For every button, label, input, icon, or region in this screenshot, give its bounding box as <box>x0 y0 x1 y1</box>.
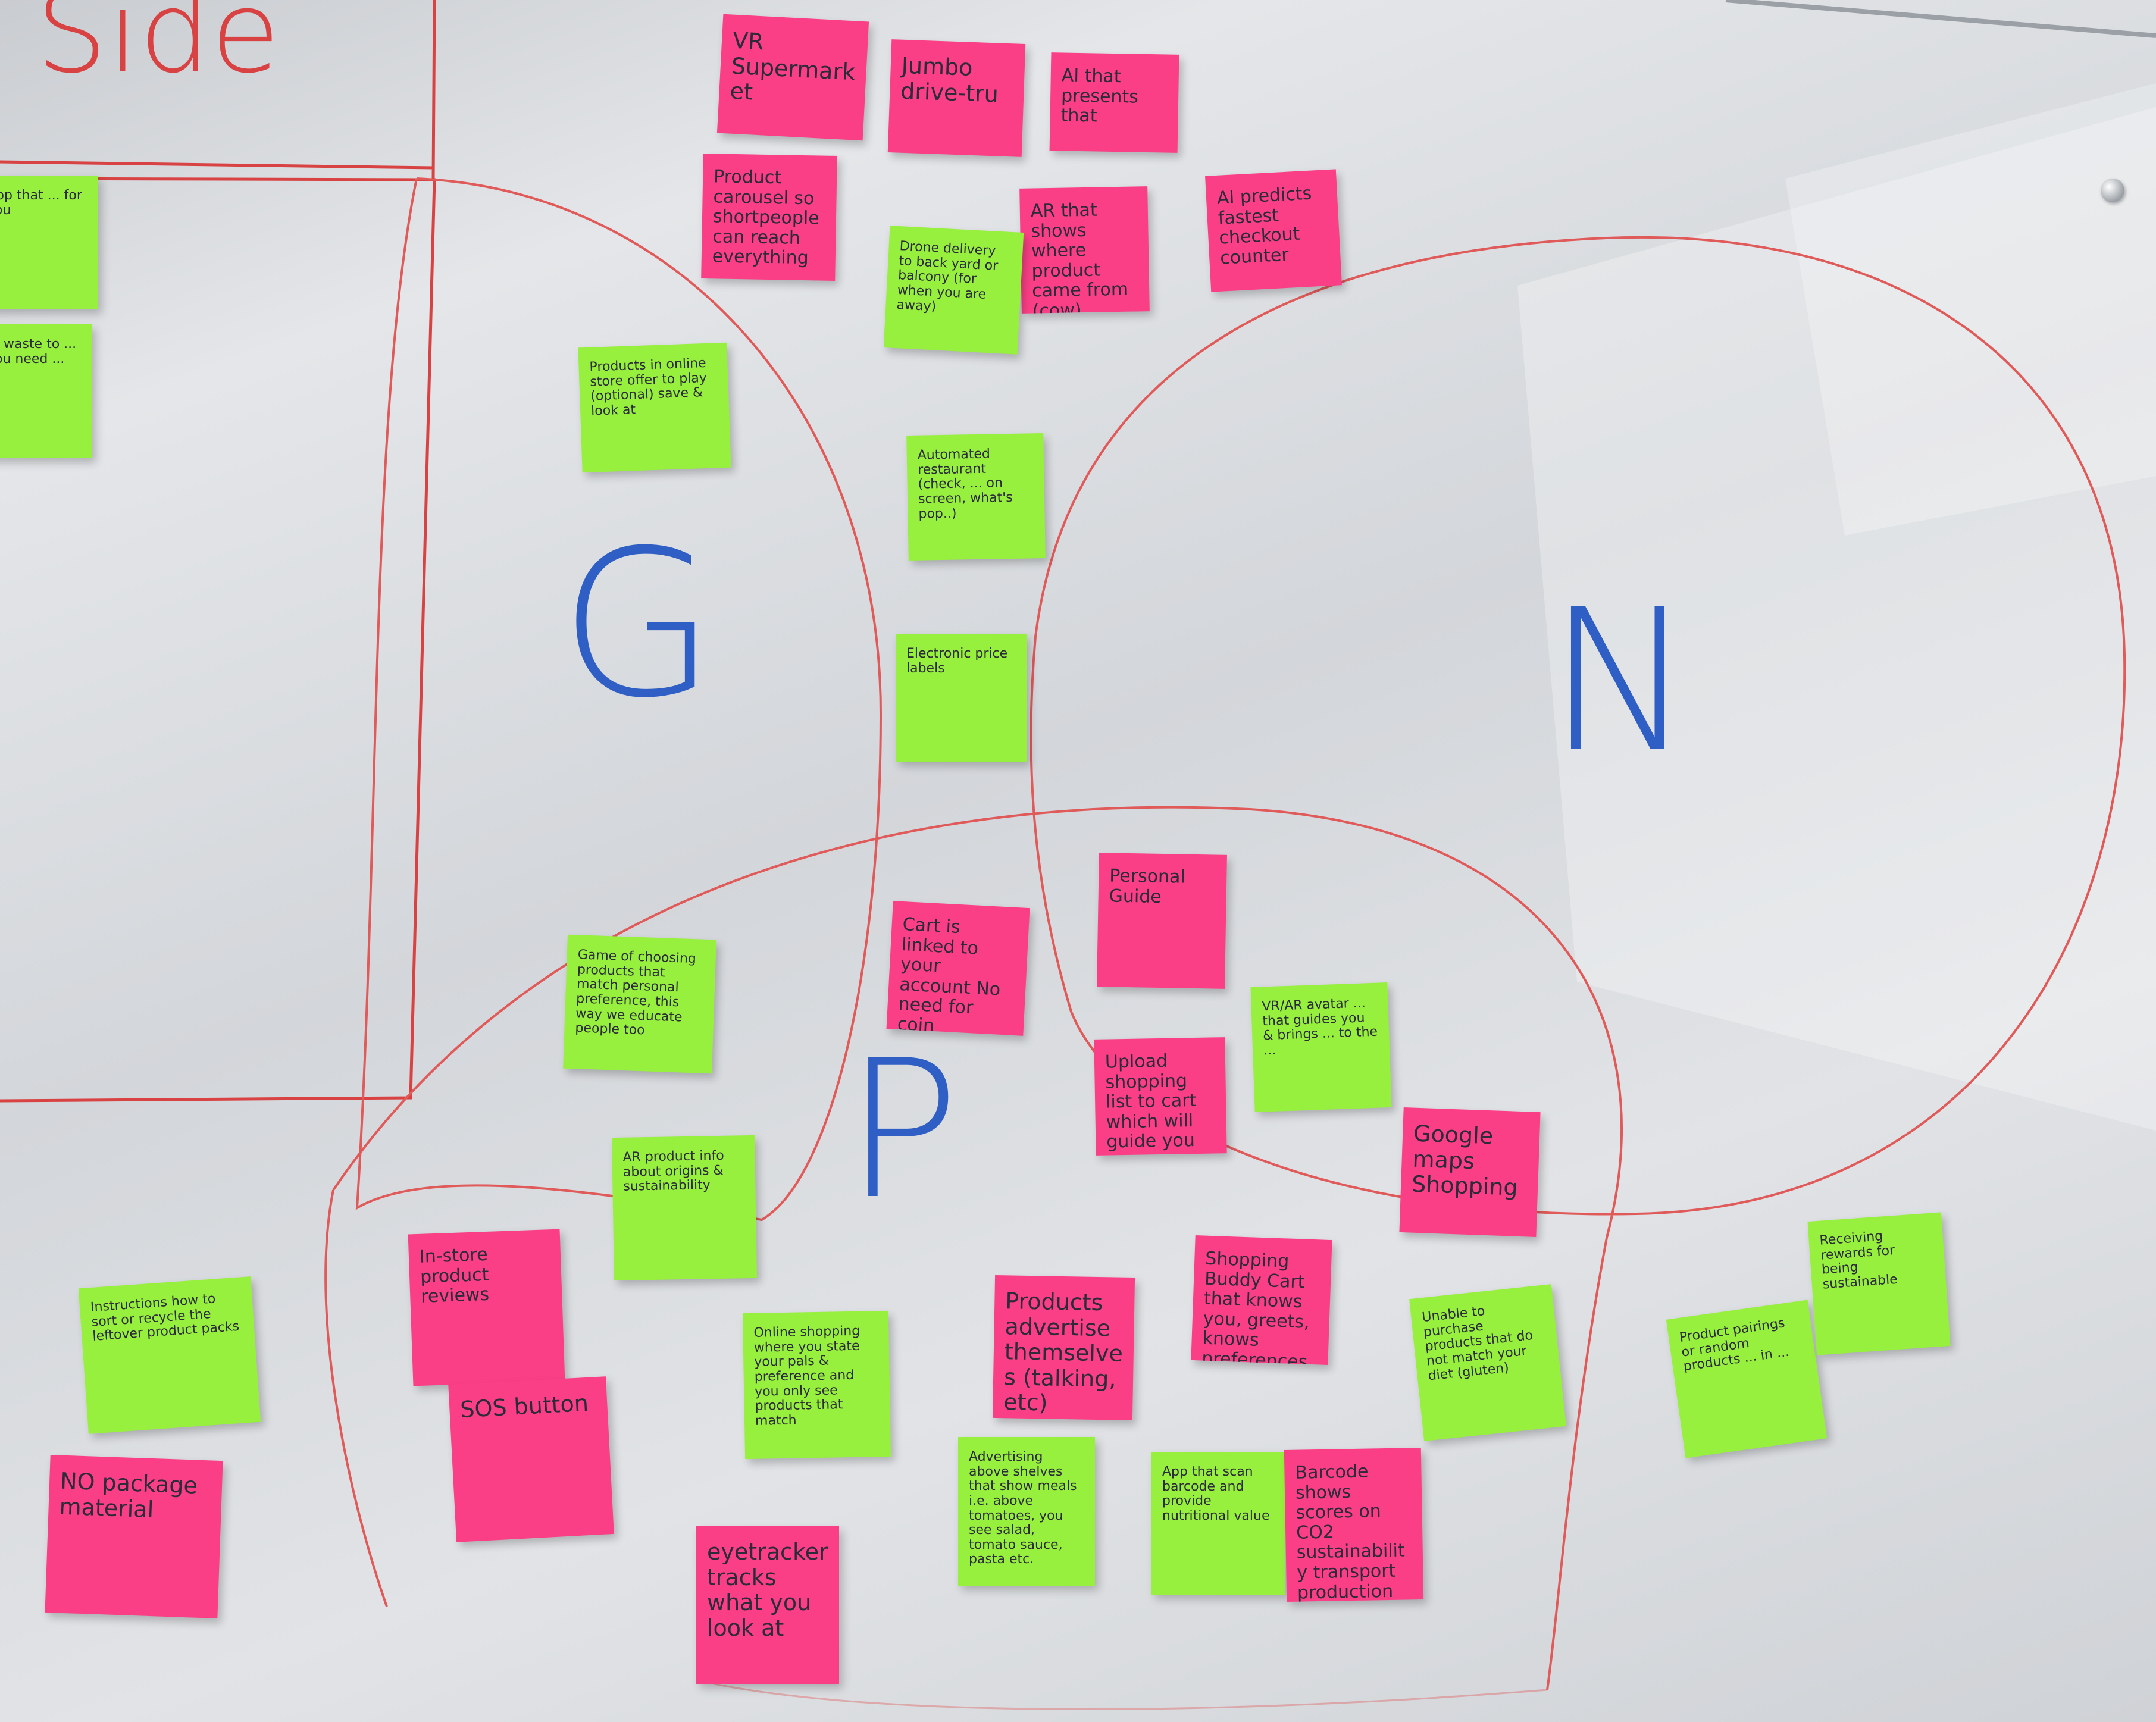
sticky-note-barcode-co2: Barcode shows scores on CO2 sustainabili… <box>1284 1448 1424 1602</box>
sticky-note-app-scan: App that scan barcode and provide nutrit… <box>1151 1452 1285 1595</box>
sticky-note-jumbo-drive-tru: Jumbo drive-tru <box>887 39 1026 157</box>
sticky-note-automated-restaurant: Automated restaurant (check, ... on scre… <box>906 433 1046 561</box>
sticky-note-ai-presents: AI that presents that <box>1049 52 1179 153</box>
sticky-note-upload-shopping: Upload shopping list to cart which will … <box>1094 1037 1227 1156</box>
sticky-note-google-maps: Google maps Shopping <box>1399 1107 1541 1237</box>
sticky-note-no-package: NO package material <box>45 1455 223 1618</box>
sticky-note-eyetracker: eyetracker tracks what you look at <box>696 1526 839 1684</box>
circle-p <box>324 806 1623 1690</box>
sticky-note-game-choosing: Game of choosing products that match per… <box>563 934 716 1074</box>
sticky-note-left-app: App that ... for you <box>0 176 98 309</box>
venn-label-g: G <box>559 507 716 743</box>
sticky-note-online-shopping: Online shopping where you state your pal… <box>742 1310 891 1460</box>
sticky-note-receiving-rewards: Receiving rewards for being sustainable <box>1807 1212 1951 1355</box>
sticky-note-ai-predicts: AI predicts fastest checkout counter <box>1205 169 1342 292</box>
board-heading: Side <box>36 0 280 98</box>
sticky-note-cart-linked: Cart is linked to your account No need f… <box>886 901 1030 1036</box>
sticky-note-products-advertise: Products advertise themselves (talking, … <box>992 1275 1135 1421</box>
sticky-note-product-carousel: Product carousel so shortpeople can reac… <box>701 154 837 281</box>
left-box-outline <box>0 0 436 1103</box>
sticky-note-products-in-store: Products in online store offer to play (… <box>578 342 731 473</box>
sticky-note-unable-purchase: Unable to purchase products that do not … <box>1409 1284 1566 1441</box>
magnet-icon <box>2101 179 2124 202</box>
sticky-note-instructions: Instructions how to sort or recycle the … <box>78 1276 261 1434</box>
venn-label-n: N <box>1547 567 1694 796</box>
sticky-note-ar-product-info: AR product info about origins & sustaina… <box>611 1135 758 1281</box>
circle-n <box>1030 236 2126 1216</box>
sticky-note-drone-delivery: Drone delivery to back yard or balcony (… <box>883 226 1024 355</box>
circle-g <box>355 177 883 1222</box>
sticky-note-advertising-shelves: Advertising above shelves that show meal… <box>958 1437 1095 1586</box>
sticky-note-sos-button: SOS button <box>448 1376 614 1542</box>
sticky-note-personal-guide: Personal Guide <box>1097 853 1227 989</box>
sticky-note-electronic-price: Electronic price labels <box>896 634 1027 762</box>
venn-label-p: P <box>845 1020 960 1241</box>
sticky-note-vr-ar-avatar: VR/AR avatar ... that guides you & bring… <box>1250 982 1392 1112</box>
sticky-note-vr-supermarket: VR Supermarket <box>716 14 869 141</box>
sticky-note-shopping-buddy: Shopping Buddy Cart that knows you, gree… <box>1191 1235 1332 1365</box>
sticky-note-in-store-reviews: In-store product reviews <box>408 1229 565 1386</box>
sticky-note-ar-shows-where: AR that shows where product came from (c… <box>1019 186 1150 314</box>
sticky-note-left-waste: ... waste to ... you need ... <box>0 324 92 458</box>
sticky-note-product-pairings: Product pairings or random products ... … <box>1666 1300 1828 1458</box>
